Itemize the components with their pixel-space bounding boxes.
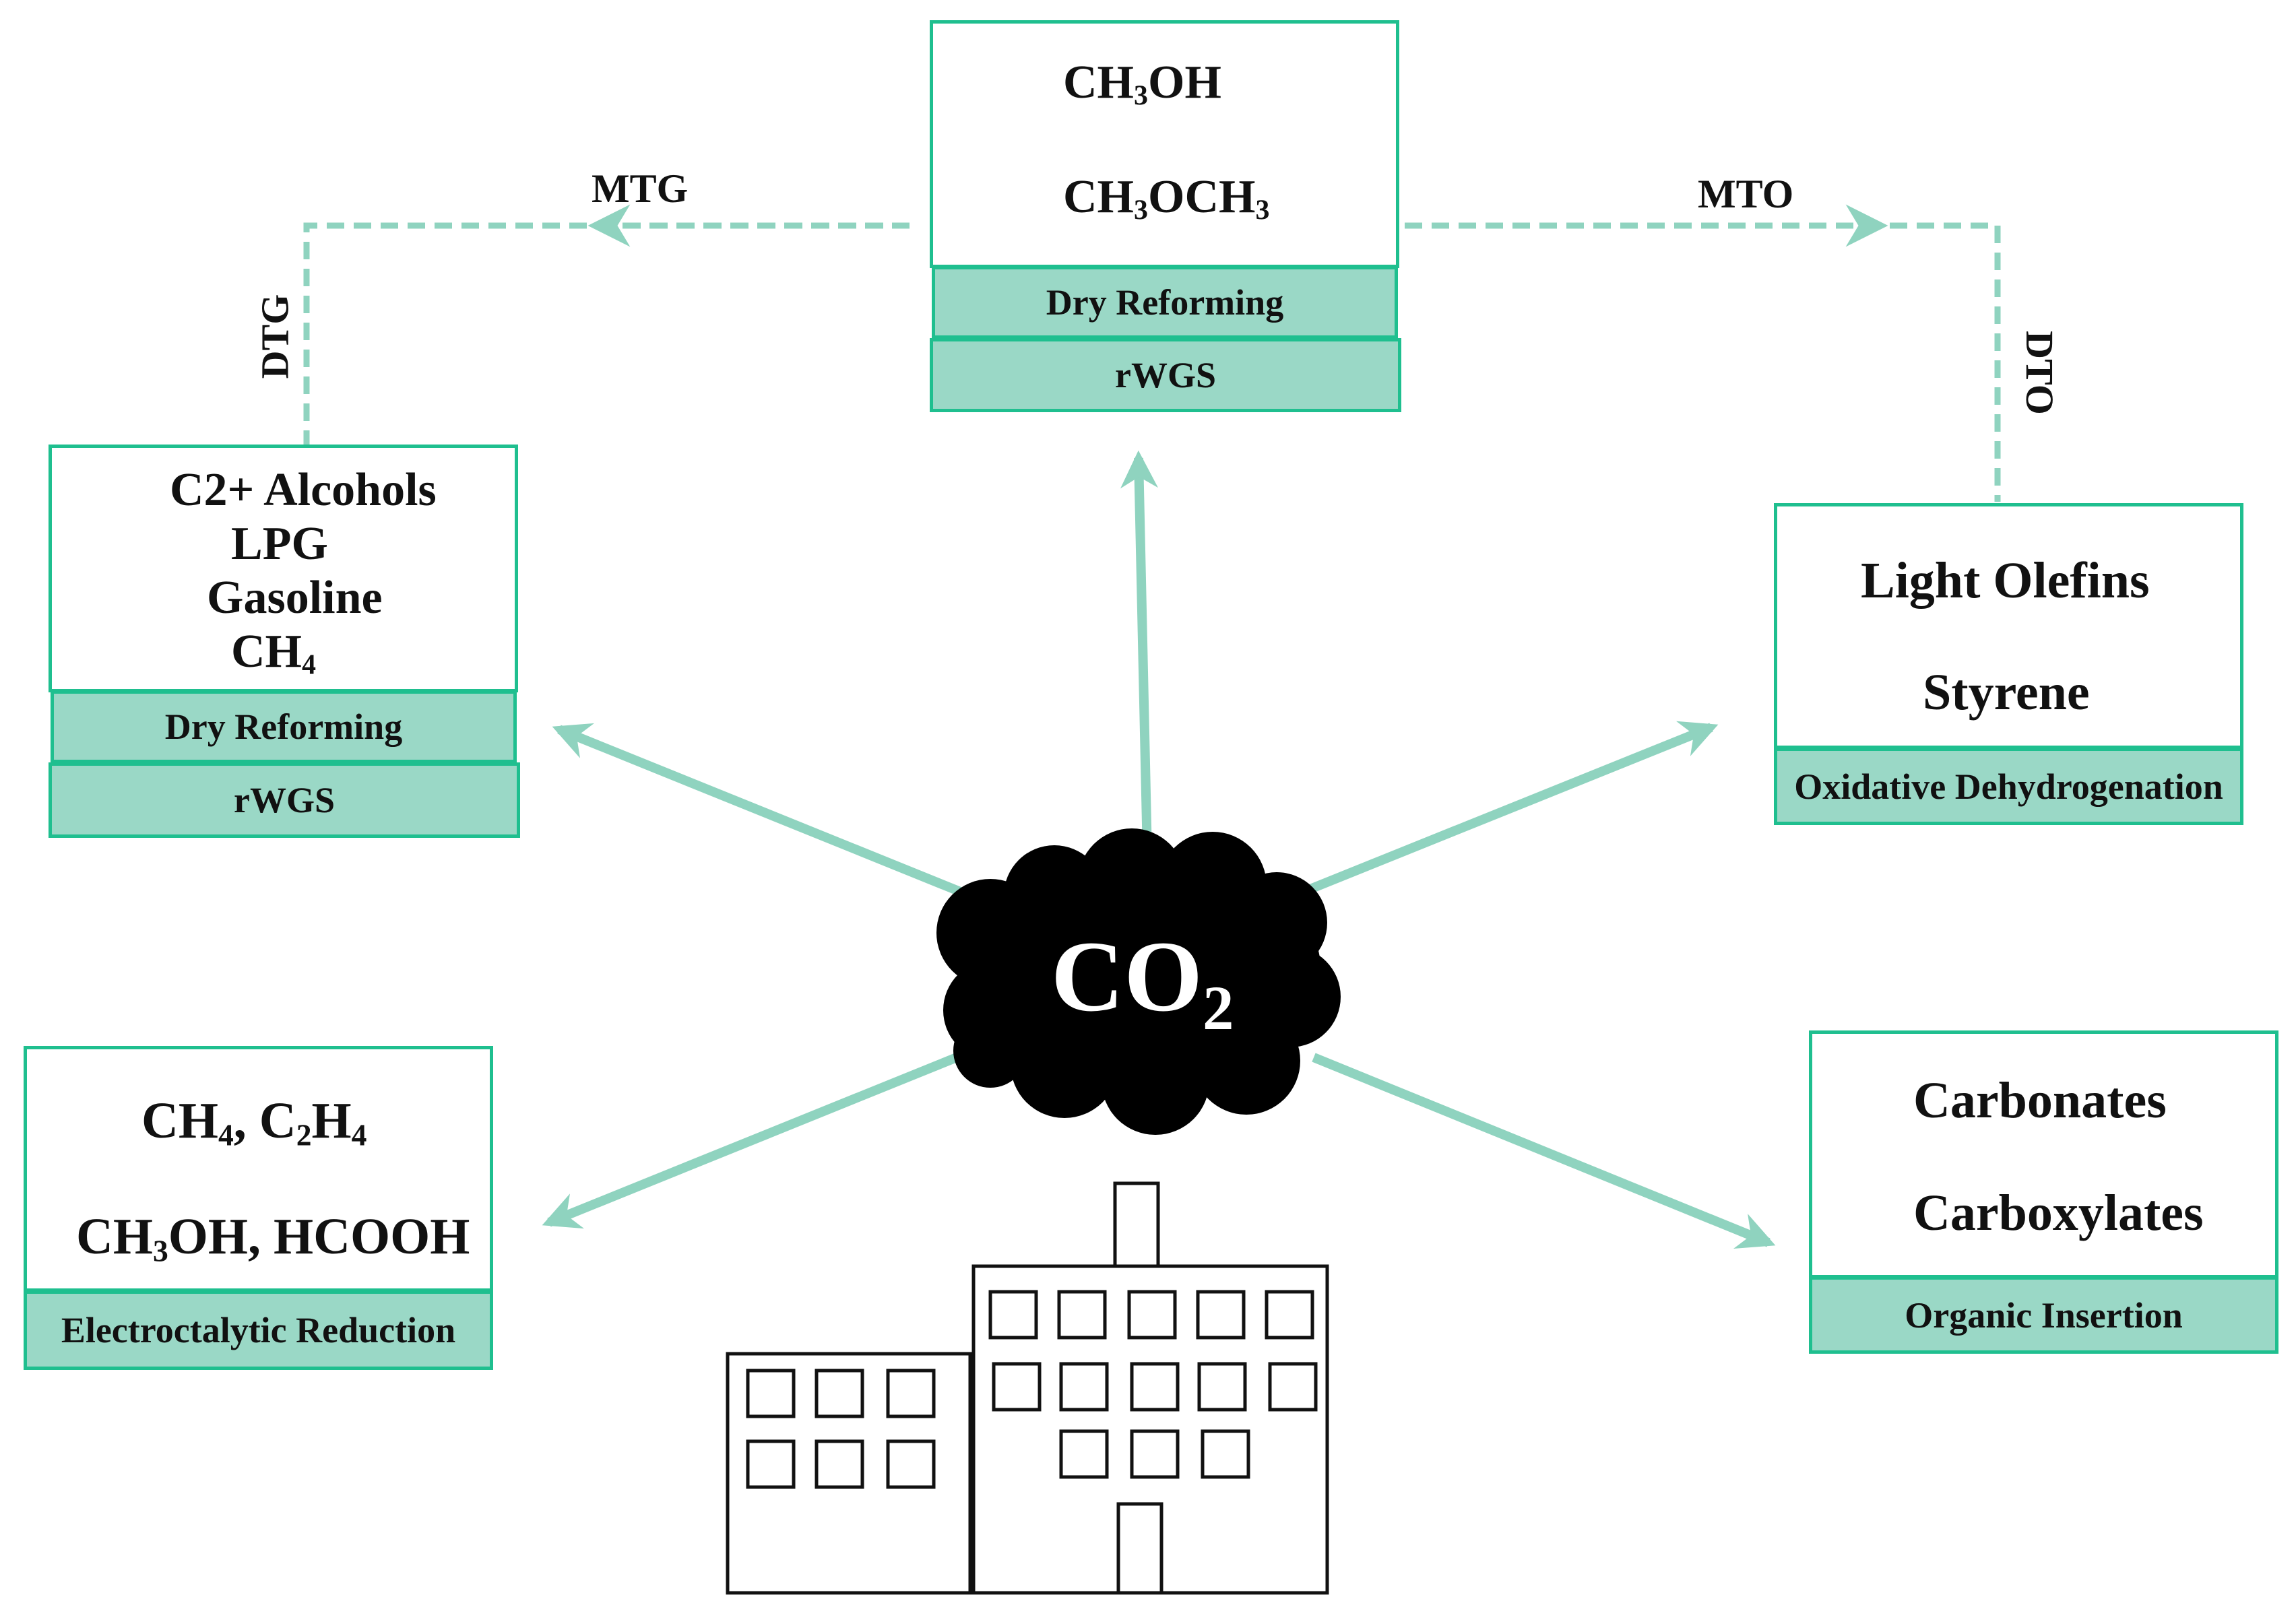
top-dry-reforming-band: Dry Reforming — [932, 266, 1398, 339]
bottom-left-formula-line2: CH3OH, HCOOH — [76, 1208, 470, 1268]
cloud-icon — [936, 828, 1341, 1135]
dimethyl-ether-formula: CH3OCH3 — [1063, 171, 1270, 226]
electrocatalytic-reduction-band: Electroctalytic Reduction — [24, 1290, 493, 1370]
arrow-to-top-box — [1120, 450, 1158, 856]
right-product-box — [1774, 503, 2243, 749]
bottom-right-item-carboxylates: Carboxylates — [1913, 1185, 2204, 1241]
right-oxidative-dehydrogenation-band: Oxidative Dehydrogenation — [1774, 748, 2243, 825]
left-product-box — [49, 445, 518, 692]
bottom-left-product-box — [24, 1046, 493, 1292]
arrow-to-left-box — [552, 723, 986, 906]
mto-label: MTO — [1698, 172, 1794, 216]
factory-building-icon — [726, 1181, 1329, 1595]
top-rwgs-band: rWGS — [930, 338, 1401, 412]
arrow-to-right-box — [1292, 721, 1719, 900]
methanol-formula: CH3OH — [1063, 57, 1221, 112]
dtg-dashed-line — [303, 222, 910, 448]
bottom-right-item-carbonates: Carbonates — [1913, 1072, 2167, 1129]
right-item-styrene: Styrene — [1923, 664, 2090, 721]
co2-label: CO2 — [1051, 926, 1234, 1040]
co2-subscript: 2 — [1203, 973, 1234, 1043]
co2-main: CO — [1051, 921, 1203, 1032]
left-dry-reforming-band: Dry Reforming — [51, 690, 517, 763]
left-item-gasoline: Gasoline — [207, 572, 383, 624]
left-item-lpg: LPG — [231, 518, 328, 570]
mtg-label: MTG — [592, 166, 689, 211]
arrow-to-bottom-left-box — [542, 1053, 959, 1229]
left-rwgs-band: rWGS — [49, 762, 520, 838]
top-product-box — [930, 20, 1399, 268]
right-item-light-olefins: Light Olefins — [1861, 552, 2150, 609]
left-item-alcohols: C2+ Alcohols — [170, 464, 437, 516]
organic-insertion-band: Organic Insertion — [1809, 1276, 2278, 1354]
bottom-left-formula-line1: CH4, C2H4 — [141, 1092, 367, 1152]
left-item-methane: CH4 — [231, 626, 316, 681]
dto-label: DTO — [2017, 331, 2062, 415]
dtg-label: DTG — [253, 294, 297, 379]
dto-dashed-line — [1405, 222, 2001, 502]
arrow-to-bottom-right-box — [1312, 1053, 1776, 1249]
